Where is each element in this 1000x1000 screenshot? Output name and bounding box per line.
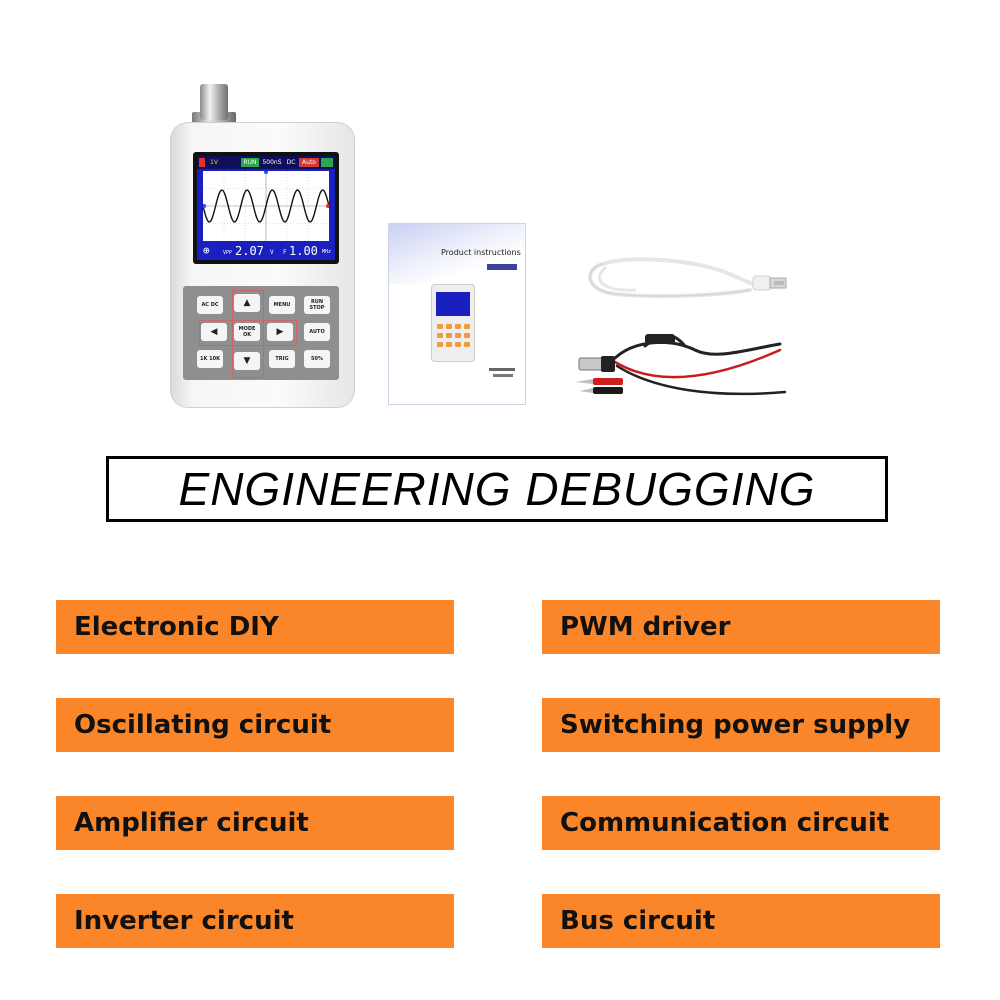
vpp-label: VPP — [223, 250, 233, 256]
manual-key — [455, 333, 461, 338]
manual-footer-line — [493, 374, 513, 377]
run-stop-button[interactable]: RUN STOP — [304, 296, 330, 314]
dpad-outline-vertical — [232, 290, 264, 378]
manual-subtitle-bar — [487, 264, 517, 270]
application-tile: Electronic DIY — [56, 600, 454, 654]
screen-status-bar: 1V RUN 500nS DC Auto — [197, 156, 335, 169]
heading-box: ENGINEERING DEBUGGING — [106, 456, 888, 522]
probe-ferrite — [645, 334, 675, 344]
manual-cover-graphic — [389, 224, 525, 284]
sine-wave — [202, 189, 330, 223]
application-tile: Communication circuit — [542, 796, 940, 850]
time-div-tag: 500nS — [262, 159, 282, 166]
up-button[interactable]: ▲ — [234, 294, 260, 312]
manual-key — [446, 342, 452, 347]
usb-cable — [588, 257, 762, 299]
trigger-mode-tag: Auto — [299, 158, 319, 167]
run-tag: RUN — [241, 158, 259, 167]
trigger-position-marker — [264, 170, 268, 174]
manual-key — [455, 324, 461, 329]
right-button[interactable]: ▶ — [267, 323, 293, 341]
bnc-connector — [200, 84, 228, 120]
manual-title: Product instructions — [441, 248, 521, 257]
vpp-unit: V — [270, 249, 274, 256]
probe-cable — [613, 334, 787, 396]
auto-button[interactable]: AUTO — [304, 323, 330, 341]
manual-key — [455, 342, 461, 347]
manual-device-illustration — [431, 284, 475, 362]
cables — [575, 257, 787, 396]
volt-div-tag: 1V — [210, 159, 218, 166]
manual-footer-line — [489, 368, 515, 371]
application-tile: PWM driver — [542, 600, 940, 654]
manual-key — [446, 324, 452, 329]
page-heading: ENGINEERING DEBUGGING — [178, 463, 816, 515]
vpp-value: 2.07 — [235, 244, 264, 258]
freq-value: 1.00 — [289, 244, 318, 258]
menu-button[interactable]: MENU — [269, 296, 295, 314]
manual-device-screen — [436, 292, 470, 316]
freq-unit: MHz — [322, 249, 332, 255]
down-button[interactable]: ▼ — [234, 352, 260, 370]
manual-key — [464, 342, 470, 347]
arrow-right-icon: ▶ — [276, 327, 284, 337]
waveform-grid — [202, 170, 330, 241]
manual-key — [446, 333, 452, 338]
freq-label: F — [283, 249, 287, 256]
alligator-clip-red — [575, 378, 623, 385]
waveform-plot — [202, 170, 330, 241]
arrow-down-icon: ▼ — [243, 356, 251, 366]
manual-key — [437, 324, 443, 329]
manual-key — [437, 333, 443, 338]
trig-button[interactable]: TRIG — [269, 350, 295, 368]
mode-ok-button[interactable]: MODE OK — [234, 323, 260, 341]
channel-marker — [202, 204, 206, 208]
product-manual: Product instructions — [389, 224, 525, 404]
channel-indicator — [199, 158, 205, 167]
battery-icon — [321, 158, 333, 167]
arrow-up-icon: ▲ — [243, 298, 251, 308]
dpad-outline-horizontal — [199, 320, 297, 346]
oscilloscope-screen: 1V RUN 500nS DC Auto ⊕ VPP 2.07 — [197, 156, 335, 260]
manual-key — [437, 342, 443, 347]
alligator-clip-black — [579, 387, 623, 394]
bnc-probe-plug — [578, 356, 615, 372]
trigger-level-marker — [326, 204, 330, 208]
usb-plug — [752, 275, 787, 291]
arrow-left-icon: ◀ — [210, 327, 218, 337]
menu-icon: ⊕ — [203, 244, 210, 257]
fifty-percent-button[interactable]: 50% — [304, 350, 330, 368]
range-button[interactable]: 1K 10K — [197, 350, 223, 368]
application-tile: Inverter circuit — [56, 894, 454, 948]
manual-key — [464, 333, 470, 338]
left-button[interactable]: ◀ — [201, 323, 227, 341]
keypad: AC DC ▲ MENU RUN STOP ◀ MODE OK ▶ AUTO 1… — [183, 286, 339, 380]
manual-key — [464, 324, 470, 329]
application-tile: Switching power supply — [542, 698, 940, 752]
application-tile: Oscillating circuit — [56, 698, 454, 752]
application-tile: Bus circuit — [542, 894, 940, 948]
ac-dc-button[interactable]: AC DC — [197, 296, 223, 314]
application-tile: Amplifier circuit — [56, 796, 454, 850]
coupling-tag: DC — [286, 159, 296, 166]
measurement-bar: ⊕ VPP 2.07 V F 1.00 MHz — [197, 242, 335, 260]
